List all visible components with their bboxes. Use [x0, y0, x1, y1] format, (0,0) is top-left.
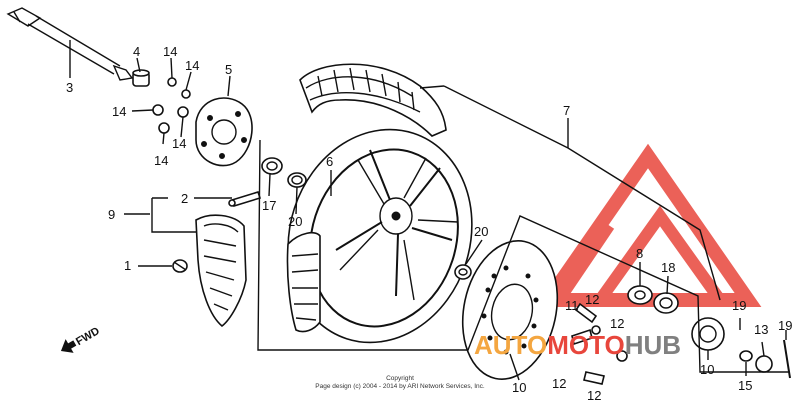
- callout-20: 20: [474, 224, 488, 239]
- callout-14: 14: [154, 153, 168, 168]
- callout-10: 10: [700, 362, 714, 377]
- callout-11: 10: [512, 380, 526, 395]
- svg-text:AUTOMOTOHUB: AUTOMOTOHUB: [474, 330, 681, 360]
- callout-19: 19: [778, 318, 792, 333]
- callout-20: 20: [288, 214, 302, 229]
- callout-7: 7: [563, 103, 570, 118]
- distance-collar-part: [627, 285, 653, 305]
- disc-bolts-group: [571, 302, 628, 385]
- callout-6: 6: [326, 154, 333, 169]
- callout-2: 2: [181, 191, 188, 206]
- nuts-group: [152, 77, 191, 134]
- watermark-part3: HUB: [625, 330, 681, 360]
- hub-flange-part: [195, 97, 253, 167]
- callout-12: 12: [587, 388, 601, 403]
- callout-14: 14: [185, 58, 199, 73]
- tire-part: [299, 63, 447, 137]
- wheel-rim-part: [287, 128, 473, 344]
- callout-3: 3: [66, 80, 73, 95]
- axle-part: [6, 7, 134, 81]
- callout-1: 1: [124, 258, 131, 273]
- collar-part: [132, 69, 150, 87]
- gear-box-part: [691, 317, 725, 351]
- callout-16: 17: [262, 198, 276, 213]
- callout-15: 15: [738, 378, 752, 393]
- watermark-logo: [534, 143, 762, 307]
- tire-front-part: [286, 231, 321, 333]
- copyright-line1: Copyright: [386, 375, 414, 382]
- callout-5: 5: [225, 62, 232, 77]
- callout-4: 4: [133, 44, 140, 59]
- callout-14: 14: [172, 136, 186, 151]
- bearing-left-part: [261, 157, 283, 175]
- callout-12: 12: [552, 376, 566, 391]
- leader-lines: [69, 40, 787, 381]
- washer-part: [739, 350, 753, 362]
- callout-13: 13: [754, 322, 768, 337]
- callout-12: 11: [565, 298, 579, 313]
- seal-left-part: [287, 172, 307, 188]
- callout-12: 12: [585, 292, 599, 307]
- callout-18: 19: [732, 298, 746, 313]
- oil-seal-right-part: [653, 292, 679, 314]
- watermark-part1: AUTO: [474, 330, 547, 360]
- valve-part: [228, 191, 262, 207]
- assembly-outline: [257, 85, 790, 373]
- forward-arrow: FWD: [60, 325, 102, 353]
- callout-12: 12: [610, 316, 624, 331]
- callout-labels: 3 4 14 14 5 14 14 14 2 9 1 17 20 6 7 20 …: [66, 44, 792, 403]
- fwd-label: FWD: [74, 325, 102, 348]
- seal-right-part: [454, 264, 472, 280]
- callout-17: 18: [661, 260, 675, 275]
- callout-8: 8: [636, 246, 643, 261]
- callout-14: 14: [163, 44, 177, 59]
- brake-disc-part: [461, 240, 559, 380]
- watermark-part2: MOTO: [547, 330, 625, 360]
- tube-section-part: [195, 214, 247, 328]
- copyright-line2: Page design (c) 2004 - 2014 by ARI Netwo…: [315, 383, 485, 390]
- valve-cap-part: [172, 259, 188, 273]
- callout-14: 14: [112, 104, 126, 119]
- axle-nut-part: [755, 355, 773, 373]
- callout-9: 9: [108, 207, 115, 222]
- watermark-text: AUTOMOTOHUB: [474, 330, 681, 360]
